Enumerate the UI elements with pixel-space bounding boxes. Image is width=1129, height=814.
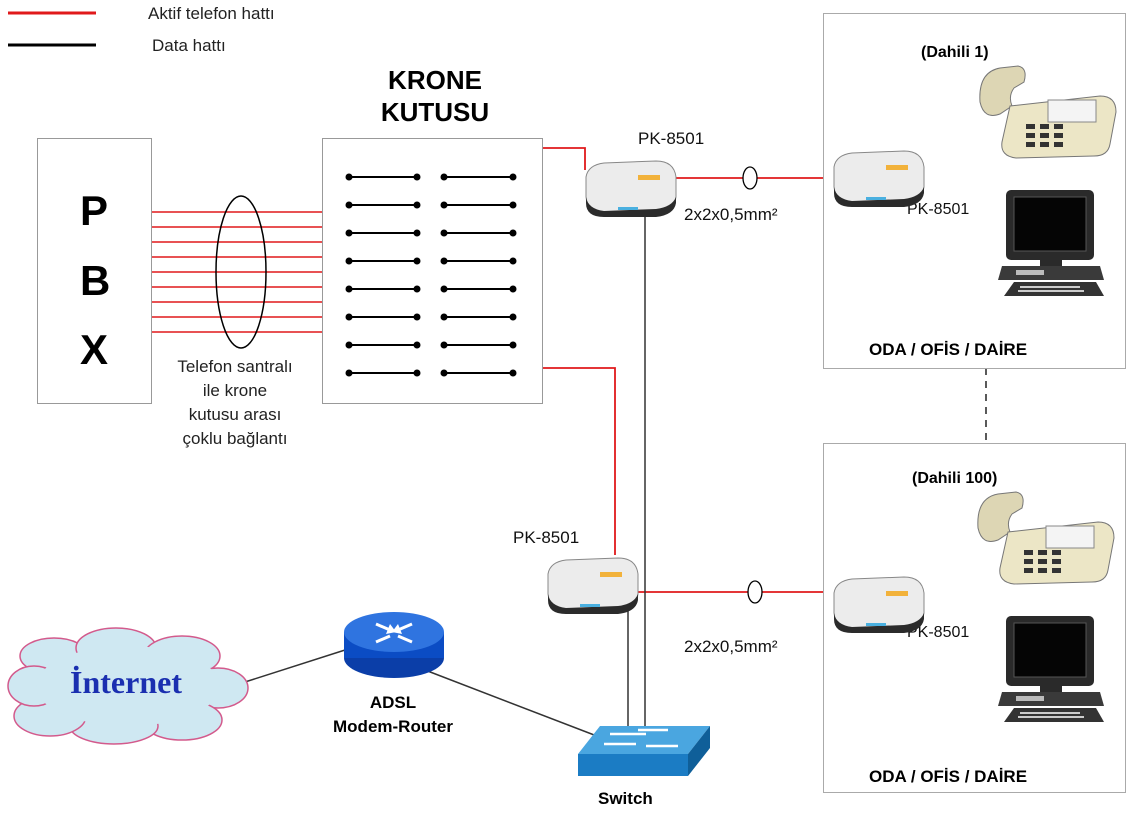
pbx-note-line-4: çoklu bağlantı (182, 429, 288, 448)
router-label-line2: Modem-Router (333, 717, 453, 736)
switch-icon (578, 726, 710, 776)
cable-marker-top (742, 166, 758, 190)
room-2-label: ODA / OFİS / DAİRE (869, 767, 1028, 786)
krone-to-pk-top (543, 147, 586, 170)
pbx-note-line-2: ile krone (202, 381, 268, 400)
legend-red-label: Aktif telefon hattı (148, 4, 275, 23)
router-label: ADSL Modem-Router (308, 691, 478, 739)
internet-cloud-icon (7, 627, 249, 745)
cable-bottom-spec: 2x2x0,5mm² (684, 637, 778, 656)
pbx-note-line-1: Telefon santralı (177, 357, 293, 376)
krone-box (322, 138, 543, 404)
pk-room1-device (833, 150, 925, 207)
room-1-extension: (Dahili 1) (921, 44, 989, 61)
computer-room2-icon (998, 616, 1104, 722)
krone-to-pk-mid (543, 367, 616, 555)
pk-top-label: PK-8501 (638, 129, 705, 148)
cable-marker-bottom (747, 580, 763, 604)
pk-room2-device (833, 576, 925, 633)
pbx-box: P B X (37, 138, 152, 404)
legend-black-label: Data hattı (152, 36, 226, 55)
pk-room2-label: PK-8501 (907, 624, 970, 641)
computer-room1-icon (998, 190, 1104, 296)
internet-label: İnternet (70, 664, 182, 700)
cable-bundle-ellipse (215, 195, 267, 349)
pk-top-device (585, 160, 677, 217)
router-icon (344, 612, 444, 678)
krone-connector-dots (345, 173, 517, 377)
telephone-room2-icon (977, 491, 1115, 585)
pbx-krone-note: Telefon santralı ile krone kutusu arası … (150, 355, 320, 451)
internet-to-router (244, 649, 346, 683)
router-to-switch (424, 669, 603, 739)
telephone-room1-icon (979, 65, 1117, 159)
pk-mid-device (547, 557, 639, 614)
router-label-line1: ADSL (369, 693, 417, 712)
krone-connectors (349, 176, 513, 374)
room-1-label: ODA / OFİS / DAİRE (869, 340, 1028, 359)
switch-label: Switch (598, 789, 653, 808)
cable-top-spec: 2x2x0,5mm² (684, 205, 778, 224)
krone-title-line1: KRONE (388, 65, 482, 95)
pbx-letter-x: X (80, 326, 109, 373)
pbx-letter-p: P (80, 187, 109, 234)
room-2-extension: (Dahili 100) (912, 470, 998, 487)
pbx-letter-b: B (80, 257, 111, 304)
pbx-krone-lines (152, 211, 323, 333)
krone-title: KRONE KUTUSU (360, 64, 510, 128)
pbx-note-line-3: kutusu arası (188, 405, 282, 424)
pk-room1-label: PK-8501 (907, 201, 970, 218)
pk-mid-label: PK-8501 (513, 528, 580, 547)
krone-title-line2: KUTUSU (380, 97, 490, 127)
